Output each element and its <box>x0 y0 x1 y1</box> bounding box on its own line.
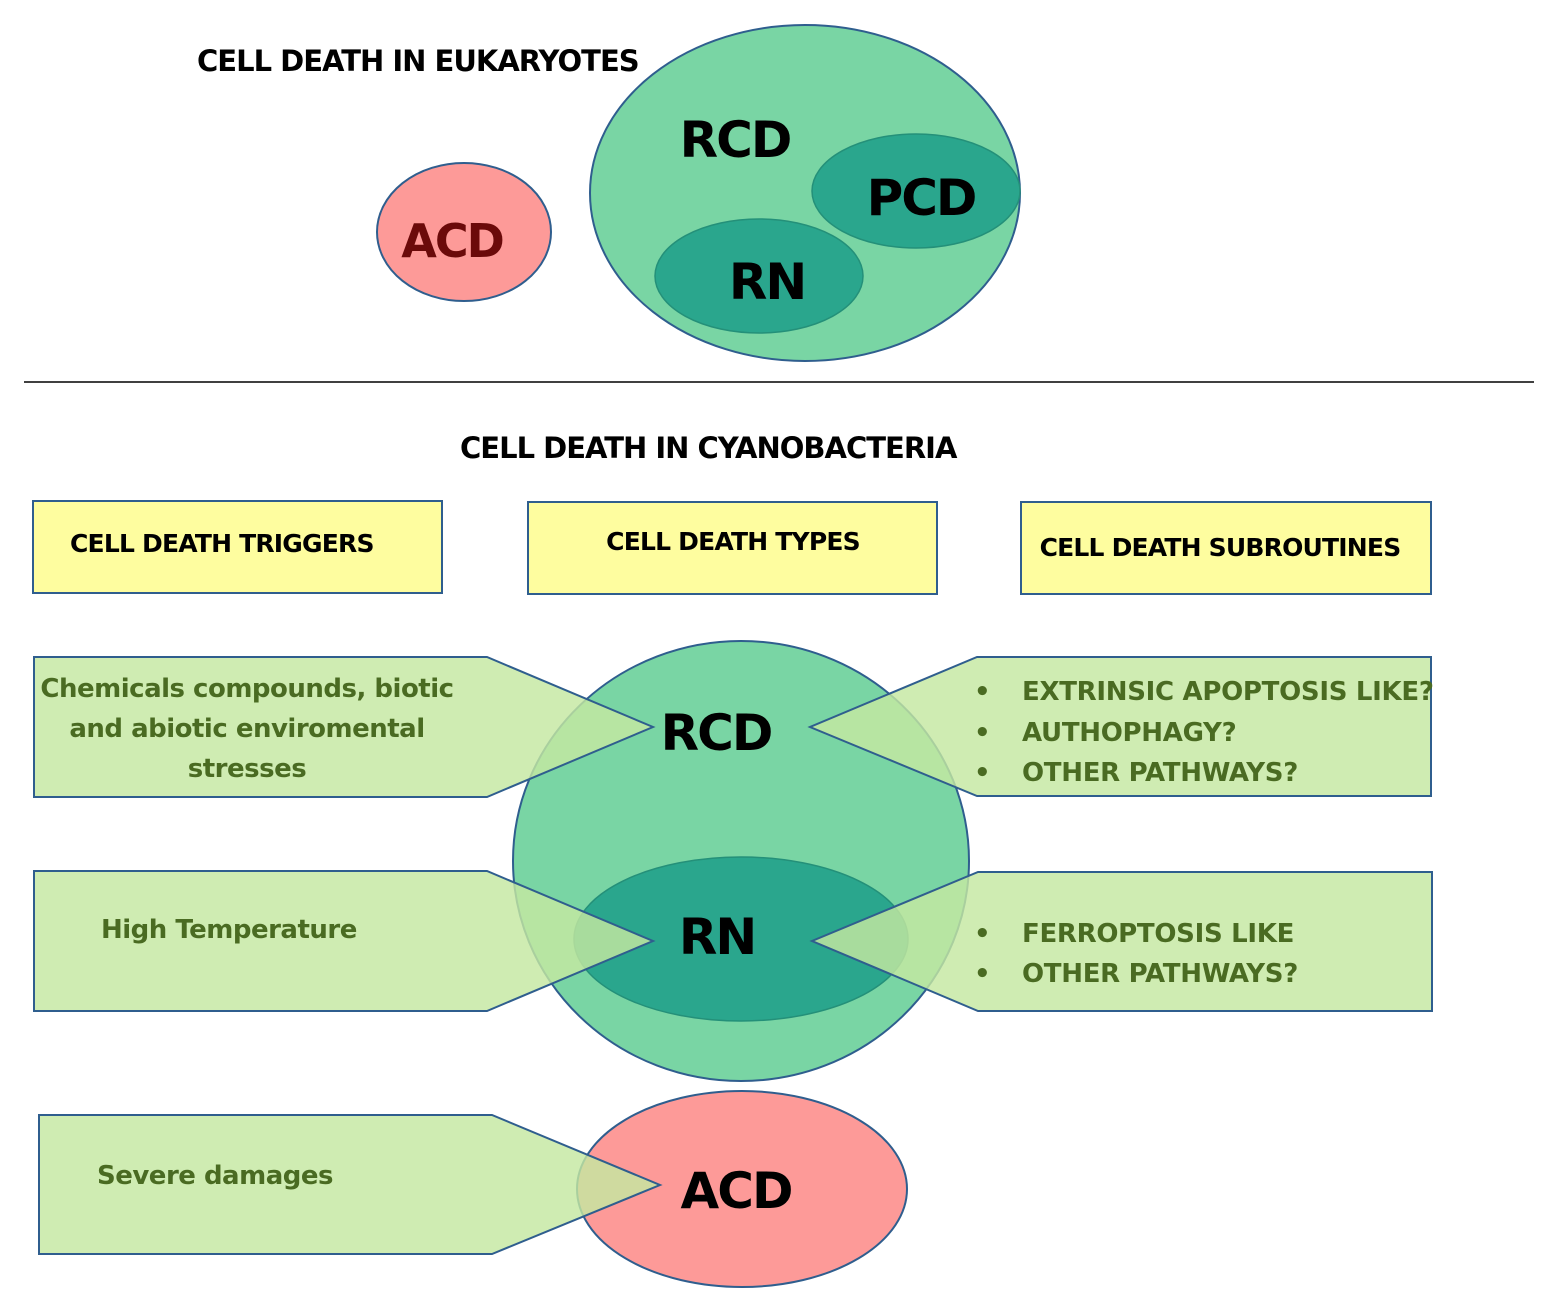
header-triggers-label: CELL DEATH TRIGGERS <box>70 529 374 558</box>
pcd-label-top: PCD <box>867 169 976 227</box>
rn-ellipse-top <box>654 218 864 334</box>
trigger-arrow-acd: Severe damages <box>38 1114 663 1255</box>
rcd-label-top: RCD <box>680 111 791 169</box>
header-types: CELL DEATH TYPES <box>527 501 938 595</box>
trigger-arrow-rn: High Temperature <box>33 870 656 1012</box>
eukaryotes-title: CELL DEATH IN EUKARYOTES <box>197 44 639 78</box>
rn-label-top: RN <box>729 253 805 311</box>
subroutine-arrow-rcd: • EXTRINSIC APOPTOSIS LIKE? • AUTHOPHAGY… <box>807 656 1434 797</box>
trigger-arrow-rcd: Chemicals compounds, biotic and abiotic … <box>33 656 656 798</box>
subroutine-rcd-bullet-3: • <box>974 758 990 788</box>
subroutine-rn-item-2: OTHER PATHWAYS? <box>1022 959 1298 989</box>
trigger-rcd-line-3: stresses <box>188 754 306 784</box>
subroutine-rn-item-1: FERROPTOSIS LIKE <box>1022 919 1294 949</box>
acd-label-top: ACD <box>401 214 503 268</box>
pcd-ellipse-top <box>811 133 1021 249</box>
subroutine-arrow-rn: • FERROPTOSIS LIKE • OTHER PATHWAYS? <box>809 871 1433 1012</box>
acd-ellipse-top <box>376 162 552 302</box>
subroutine-rcd-item-1: EXTRINSIC APOPTOSIS LIKE? <box>1022 677 1434 707</box>
subroutine-rcd-bullet-1: • <box>974 677 990 707</box>
rn-label: RN <box>679 908 755 966</box>
rcd-label: RCD <box>661 704 772 762</box>
header-triggers: CELL DEATH TRIGGERS <box>32 500 443 594</box>
cyanobacteria-section: CELL DEATH IN CYANOBACTERIA CELL DEATH T… <box>32 431 1434 1288</box>
subroutine-rcd-item-3: OTHER PATHWAYS? <box>1022 758 1298 788</box>
subroutine-rn-bullet-2: • <box>974 959 990 989</box>
subroutine-rn-bullet-1: • <box>974 919 990 949</box>
trigger-acd-label: Severe damages <box>97 1161 333 1191</box>
header-types-label: CELL DEATH TYPES <box>606 527 860 556</box>
header-subroutines-label: CELL DEATH SUBROUTINES <box>1040 533 1401 562</box>
trigger-rn-label: High Temperature <box>101 915 357 945</box>
eukaryotes-section: CELL DEATH IN EUKARYOTES ACD RCD PCD RN <box>197 24 1021 362</box>
subroutine-rcd-bullet-2: • <box>974 718 990 748</box>
trigger-rcd-line-1: Chemicals compounds, biotic <box>40 674 453 704</box>
subroutine-rcd-item-2: AUTHOPHAGY? <box>1022 718 1236 748</box>
trigger-rcd-line-2: and abiotic enviromental <box>69 714 424 744</box>
header-subroutines: CELL DEATH SUBROUTINES <box>1020 501 1432 595</box>
cyanobacteria-title: CELL DEATH IN CYANOBACTERIA <box>460 431 958 465</box>
acd-label: ACD <box>681 1162 792 1220</box>
